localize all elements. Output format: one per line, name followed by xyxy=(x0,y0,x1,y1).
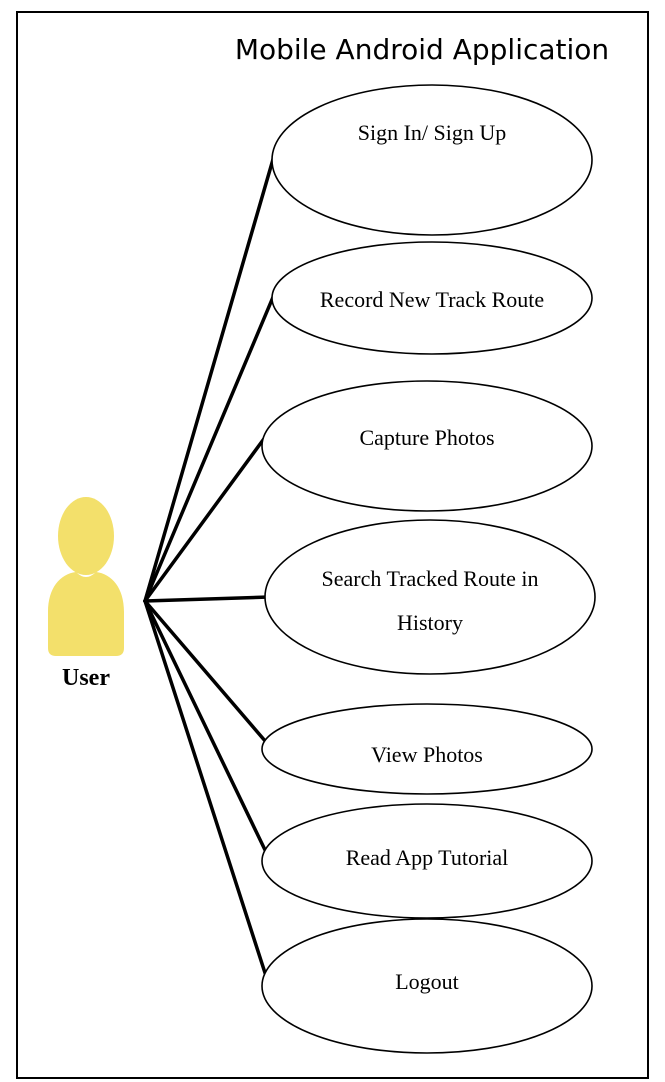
association-line-logout xyxy=(143,599,268,978)
use-case-label: Search Tracked Route in xyxy=(322,566,539,591)
use-case-label: Record New Track Route xyxy=(320,287,544,312)
user-icon xyxy=(48,497,124,656)
use-case-label: Logout xyxy=(395,969,459,994)
association-line-read-tutorial xyxy=(143,599,268,854)
use-case-label: View Photos xyxy=(371,742,483,767)
use-case-ellipse xyxy=(261,918,593,1054)
use-case-sign-in[interactable]: Sign In/ Sign Up xyxy=(271,84,593,236)
use-case-record-route[interactable]: Record New Track Route xyxy=(271,241,593,355)
association-line-search-history xyxy=(143,595,271,603)
user-actor[interactable]: User xyxy=(48,497,124,691)
use-case-logout[interactable]: Logout xyxy=(261,918,593,1054)
use-case-ellipse xyxy=(271,241,593,355)
use-case-ellipse xyxy=(261,803,593,919)
use-case-ellipse xyxy=(271,84,593,236)
use-case-view-photos[interactable]: View Photos xyxy=(261,703,593,795)
use-case-group: Sign In/ Sign Up Record New Track RouteCa… xyxy=(261,84,596,1054)
use-case-label: Capture Photos xyxy=(359,425,494,450)
use-case-label: Sign In/ Sign Up xyxy=(358,120,507,145)
association-line-sign-in xyxy=(143,147,278,603)
use-case-read-tutorial[interactable]: Read App Tutorial xyxy=(261,803,593,919)
association-lines xyxy=(143,147,278,978)
use-case-label: History xyxy=(397,610,463,635)
actor-label: User xyxy=(62,665,110,691)
use-case-ellipse xyxy=(261,703,593,795)
use-case-ellipse xyxy=(264,519,596,675)
association-line-view-photos xyxy=(143,599,268,744)
association-line-record-route xyxy=(143,288,278,603)
use-case-capture-photos[interactable]: Capture Photos xyxy=(261,380,593,512)
use-case-label: Read App Tutorial xyxy=(346,845,509,870)
association-line-capture-photos xyxy=(143,434,268,603)
diagram-title: Mobile Android Application xyxy=(235,33,609,66)
use-case-ellipse xyxy=(261,380,593,512)
use-case-search-history[interactable]: Search Tracked Route in History xyxy=(264,519,596,675)
